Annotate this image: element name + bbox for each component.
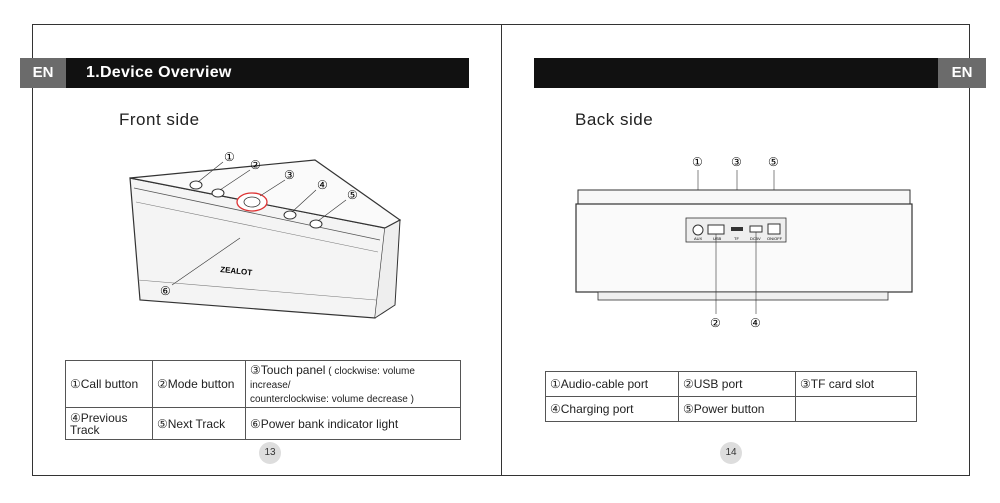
previous-button-illustration: [283, 210, 297, 220]
table-cell: ④Previous Track: [65, 407, 153, 440]
svg-text:ON/OFF: ON/OFF: [767, 236, 783, 241]
language-tab-left: EN: [20, 58, 66, 88]
next-button-illustration: [309, 219, 323, 229]
dc-port-illustration: [749, 225, 763, 233]
svg-text:USB: USB: [713, 236, 722, 241]
section-title: 1.Device Overview: [86, 64, 232, 81]
page-number-right: 14: [720, 442, 742, 464]
back-speaker-diagram: ① ③ ⑤ AUX USB TF DC5V ON/OFF ② ④: [575, 155, 913, 330]
callout-4: ④: [317, 178, 328, 192]
table-cell: ①Call button: [65, 360, 153, 408]
table-cell: ③TF card slot: [795, 371, 917, 397]
callout-1: ①: [224, 150, 235, 164]
mode-button-illustration: [211, 188, 225, 198]
table-cell: ①Audio-cable port: [545, 371, 679, 397]
table-cell: ④Charging port: [545, 396, 679, 422]
table-cell: ⑤Next Track: [152, 407, 246, 440]
aux-port-illustration: [692, 224, 704, 236]
zealot-logo: ZEALOT: [220, 265, 253, 277]
callout-3: ③: [284, 168, 295, 182]
power-button-illustration: [767, 223, 781, 235]
callout-6: ⑥: [160, 284, 171, 298]
callout-3: ③: [731, 155, 742, 169]
svg-text:AUX: AUX: [694, 236, 703, 241]
table-cell: ⑤Power button: [678, 396, 796, 422]
callout-5: ⑤: [768, 155, 779, 169]
back-side-table: ①Audio-cable port ②USB port ③TF card slo…: [545, 371, 917, 422]
callout-2: ②: [250, 158, 261, 172]
callout-4: ④: [750, 316, 761, 330]
page-number-left: 13: [259, 442, 281, 464]
svg-text:DC5V: DC5V: [750, 236, 761, 241]
usb-port-illustration: [707, 224, 725, 235]
callout-1: ①: [692, 155, 703, 169]
front-speaker-diagram: ① ② ③ ④ ⑤ ⑥ ZEALOT: [129, 150, 402, 319]
table-cell: [795, 396, 917, 422]
svg-text:TF: TF: [734, 236, 739, 241]
table-cell: ③Touch panel ( clockwise: volume increas…: [245, 360, 461, 408]
table-cell: ②USB port: [678, 371, 796, 397]
front-side-table: ①Call button ②Mode button ③Touch panel (…: [65, 360, 461, 440]
section-header-left: 1.Device Overview: [66, 58, 469, 88]
table-cell: ⑥Power bank indicator light: [245, 407, 461, 440]
callout-5: ⑤: [347, 188, 358, 202]
back-side-title: Back side: [575, 110, 654, 129]
front-side-title: Front side: [119, 110, 200, 129]
right-page: [501, 24, 970, 476]
call-button-illustration: [189, 180, 203, 190]
section-header-right: [534, 58, 938, 88]
language-tab-right: EN: [938, 58, 986, 88]
tf-slot-illustration: [731, 227, 743, 231]
callout-2: ②: [710, 316, 721, 330]
table-cell: ②Mode button: [152, 360, 246, 408]
